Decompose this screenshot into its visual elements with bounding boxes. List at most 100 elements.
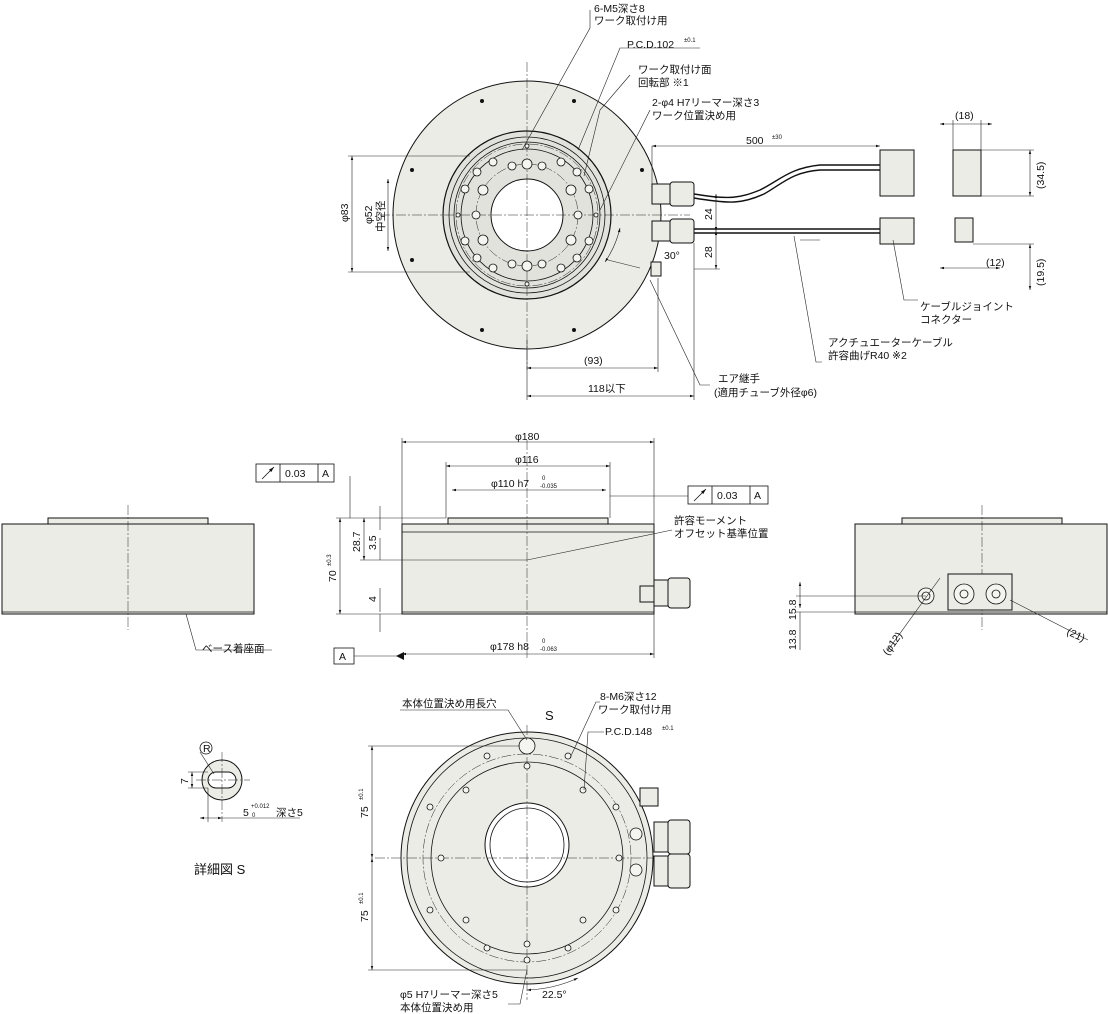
cable-length: 500 <box>746 135 764 147</box>
svg-text:φ116: φ116 <box>515 454 539 466</box>
svg-text:0.03: 0.03 <box>285 468 306 480</box>
m6-callout-2: ワーク取付け用 <box>598 703 672 716</box>
dim-70: 70 <box>327 570 339 582</box>
phi178-tol-upper: 0 <box>542 639 546 645</box>
dim-19-5: (19.5) <box>1035 259 1047 286</box>
svg-text:ワーク取付け用: ワーク取付け用 <box>598 703 672 716</box>
svg-text:深さ5: 深さ5 <box>276 807 303 819</box>
dim-28: 28 <box>703 246 715 258</box>
dim-hollow: 中空径 <box>374 200 387 232</box>
rotor-callout-2: 回転部 ※1 <box>638 76 689 89</box>
dim-24: 24 <box>703 208 715 220</box>
base-callout: ベース着座面 <box>202 642 264 655</box>
svg-text:0.03: 0.03 <box>717 490 738 502</box>
tol-right-datum: A <box>754 490 761 502</box>
detail-title: 詳細図 S <box>194 862 246 877</box>
top-view: 6-M5深さ8 ワーク取付け用 P.C.D.102 ±0.1 ワーク取付け面 回… <box>339 3 1047 400</box>
svg-text:(φ12): (φ12) <box>881 630 905 658</box>
dim-118: 118以下 <box>588 383 626 395</box>
svg-text:P.C.D.102: P.C.D.102 <box>627 39 674 51</box>
svg-text:(34.5): (34.5) <box>1035 162 1047 189</box>
svg-text:中空径: 中空径 <box>374 200 387 232</box>
svg-text:φ83: φ83 <box>339 203 351 222</box>
rotor-callout-1: ワーク取付け面 <box>638 63 712 76</box>
svg-text:(18): (18) <box>955 110 974 122</box>
detail-tol-lower: 0 <box>252 813 256 819</box>
dim-22-5: 22.5° <box>542 989 567 1001</box>
slot-callout: 本体位置決め用長穴 <box>402 697 497 710</box>
phi178-tol-lower: -0.063 <box>540 647 558 653</box>
svg-text:+0.012: +0.012 <box>251 804 270 810</box>
svg-text:本体位置決め用長穴: 本体位置決め用長穴 <box>402 697 497 710</box>
svg-text:詳細図 S: 詳細図 S <box>194 862 246 877</box>
svg-text:オフセット基準位置: オフセット基準位置 <box>674 527 769 540</box>
dim-12: (12) <box>986 257 1005 269</box>
svg-text:30°: 30° <box>664 250 680 262</box>
svg-text:15.8: 15.8 <box>787 599 799 620</box>
svg-text:22.5°: 22.5° <box>542 989 567 1001</box>
phi4-callout-2: ワーク位置決め用 <box>652 109 736 122</box>
svg-text:0: 0 <box>542 476 546 482</box>
svg-text:(93): (93) <box>584 355 603 367</box>
svg-text:7: 7 <box>179 778 191 784</box>
svg-text:5: 5 <box>243 807 249 819</box>
dim-93: (93) <box>584 355 603 367</box>
bottom-view-texts: 本体位置決め用長穴 S 8-M6深さ12 ワーク取付け用 P.C.D.148 ±… <box>359 691 674 1014</box>
m6-callout-1: 8-M6深さ12 <box>600 691 657 703</box>
top-connector-1 <box>879 149 915 197</box>
pcd102-tol: ±0.1 <box>684 38 696 44</box>
detail-dim-7: 7 <box>179 778 191 784</box>
moment-callout-1: 許容モーメント <box>674 514 747 527</box>
dim-15-8: 15.8 <box>787 599 799 620</box>
svg-text:φ110 h7: φ110 h7 <box>491 478 529 490</box>
top-dimension-lines <box>348 10 1034 400</box>
top-view-texts: 6-M5深さ8 ワーク取付け用 P.C.D.102 ±0.1 ワーク取付け面 回… <box>339 3 1047 399</box>
dim-75-top: 75 <box>359 806 371 818</box>
pcd148-tol: ±0.1 <box>662 726 674 732</box>
dim-phi178: φ178 h8 <box>490 641 529 653</box>
svg-text:S: S <box>545 708 554 723</box>
svg-text:6-M5深さ8: 6-M5深さ8 <box>594 3 645 15</box>
svg-text:ワーク位置決め用: ワーク位置決め用 <box>652 109 736 122</box>
svg-text:ケーブルジョイント: ケーブルジョイント <box>920 300 1014 313</box>
svg-text:コネクター: コネクター <box>920 314 972 326</box>
svg-text:許容曲げR40 ※2: 許容曲げR40 ※2 <box>828 349 907 362</box>
phi110-tol-lower: -0.035 <box>540 484 558 490</box>
svg-text:φ178 h8: φ178 h8 <box>490 641 529 653</box>
svg-text:±0.3: ±0.3 <box>327 554 333 566</box>
dim-21: (21) <box>1065 626 1087 645</box>
svg-text:回転部 ※1: 回転部 ※1 <box>638 76 689 89</box>
svg-text:(12): (12) <box>986 257 1005 269</box>
detail-tol-upper: +0.012 <box>251 804 270 810</box>
svg-text:φ180: φ180 <box>515 431 539 443</box>
air-callout-1: エア継手 <box>718 372 760 385</box>
bottom-bolt-holes <box>426 737 643 964</box>
dim-phi180: φ180 <box>515 431 539 443</box>
svg-text:13.8: 13.8 <box>787 629 799 650</box>
svg-text:ベース着座面: ベース着座面 <box>202 642 264 655</box>
detail-s <box>188 741 300 822</box>
svg-text:28: 28 <box>703 246 715 258</box>
moment-callout-2: オフセット基準位置 <box>674 527 769 540</box>
phi4-callout-1: 2-φ4 H7リーマー深さ3 <box>652 97 759 109</box>
dim-phi12: (φ12) <box>881 630 905 658</box>
svg-text:(21): (21) <box>1065 626 1087 645</box>
cable-callout-2: 許容曲げR40 ※2 <box>828 349 907 362</box>
detail-depth: 深さ5 <box>276 807 303 819</box>
svg-text:24: 24 <box>703 208 715 220</box>
svg-text:0: 0 <box>542 639 546 645</box>
m5-callout-1: 6-M5深さ8 <box>594 3 645 15</box>
svg-text:-0.035: -0.035 <box>540 484 558 490</box>
side-connector-1 <box>952 149 982 197</box>
pcd148-label: P.C.D.148 <box>605 726 652 738</box>
svg-text:±0.1: ±0.1 <box>359 788 365 800</box>
svg-text:(19.5): (19.5) <box>1035 259 1047 286</box>
dim-phi110: φ110 h7 <box>491 478 529 490</box>
top-bolt-holes <box>455 143 599 287</box>
cable-callout-1: アクチュエーターケーブル <box>828 336 953 349</box>
svg-text:A: A <box>339 651 346 663</box>
svg-text:500: 500 <box>746 135 764 147</box>
phi5-callout-2: 本体位置決め用 <box>400 1001 474 1014</box>
svg-text:ワーク取付け用: ワーク取付け用 <box>594 14 668 27</box>
dim-75-top-tol: ±0.1 <box>359 788 365 800</box>
